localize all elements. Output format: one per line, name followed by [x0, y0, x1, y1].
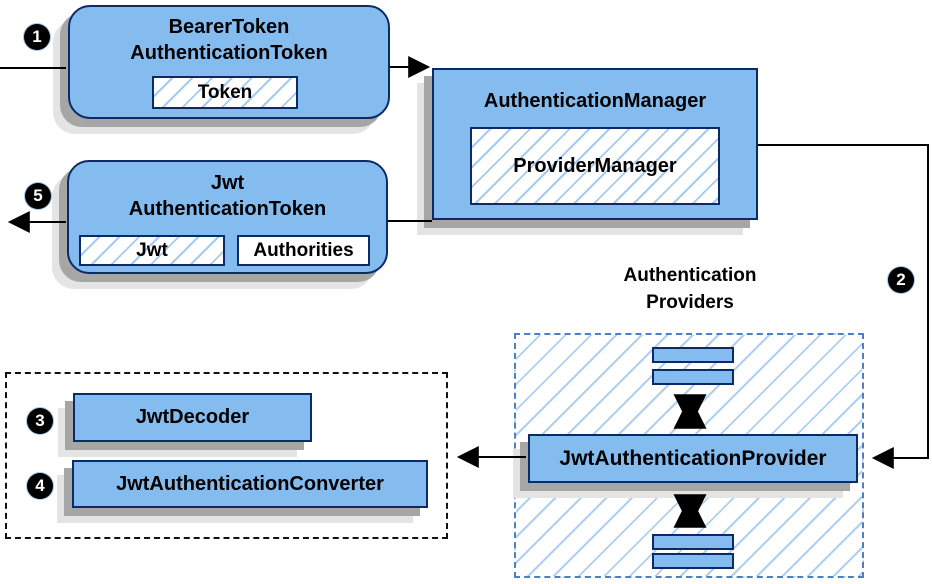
chip-token: Token — [152, 76, 298, 109]
node-title-line: AuthenticationToken — [130, 42, 328, 64]
step-number: 3 — [35, 411, 45, 430]
step-badge-3: 3 — [27, 408, 53, 434]
label-line: Providers — [646, 292, 734, 313]
node-title-line: BearerToken — [168, 16, 290, 38]
node-jwt-decoder: JwtDecoder — [73, 393, 312, 442]
node-title-line: AuthenticationToken — [128, 198, 327, 220]
step-number: 4 — [35, 476, 45, 495]
chip-jwt: Jwt — [79, 235, 225, 266]
provider-bar — [652, 347, 734, 363]
node-authentication-manager: AuthenticationManager ProviderManager — [432, 68, 758, 220]
provider-bar — [652, 553, 734, 569]
chip-label: Jwt — [136, 239, 168, 261]
decoder-converter-group — [5, 372, 448, 539]
chip-label: ProviderManager — [513, 154, 677, 177]
chip-label: Token — [197, 81, 253, 103]
node-title: JwtAuthenticationProvider — [559, 446, 827, 470]
node-title: JwtAuthenticationConverter — [116, 472, 384, 495]
node-jwt-authentication-provider: JwtAuthenticationProvider — [528, 434, 858, 483]
step-number: 2 — [896, 270, 906, 289]
node-jwt-authentication-converter: JwtAuthenticationConverter — [72, 460, 428, 508]
step-number: 1 — [32, 27, 42, 46]
node-bearer-token-authentication-token: BearerToken AuthenticationToken Token — [68, 5, 390, 119]
step-number: 5 — [33, 186, 43, 205]
chip-authorities: Authorities — [237, 235, 370, 266]
node-title: AuthenticationManager — [483, 90, 707, 112]
chip-provider-manager: ProviderManager — [470, 127, 720, 205]
step-badge-1: 1 — [24, 24, 50, 50]
authentication-providers-label: Authentication Providers — [540, 262, 840, 316]
step-badge-4: 4 — [27, 473, 53, 499]
node-jwt-authentication-token: Jwt AuthenticationToken Jwt Authorities — [67, 160, 388, 274]
node-title: JwtDecoder — [135, 406, 250, 428]
step-badge-2: 2 — [888, 267, 914, 293]
chip-label: Authorities — [253, 239, 354, 261]
step-badge-5: 5 — [25, 183, 51, 209]
provider-bar — [652, 534, 734, 550]
label-line: Authentication — [623, 265, 757, 286]
provider-bar — [652, 369, 734, 385]
node-title-line: Jwt — [210, 172, 245, 194]
